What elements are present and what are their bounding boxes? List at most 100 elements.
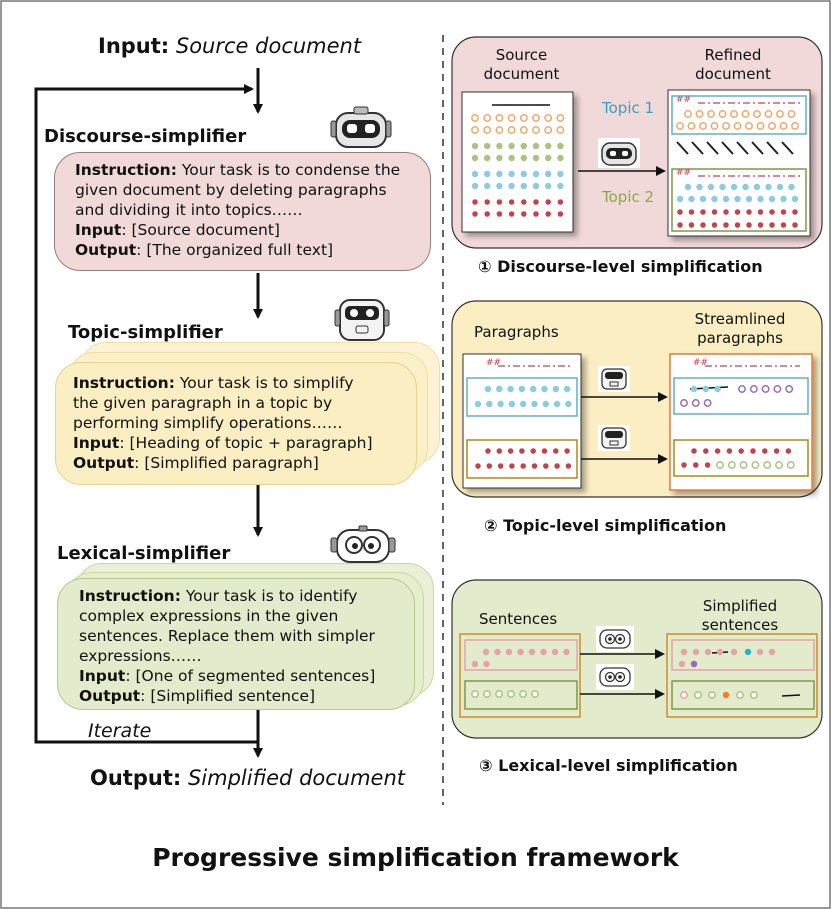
output-line: Output: [The organized full text]	[75, 241, 334, 259]
token-dot	[753, 110, 761, 118]
token-dot	[699, 221, 707, 229]
token-dot	[692, 461, 700, 469]
token-dot	[507, 126, 516, 134]
sentences-box	[459, 633, 581, 718]
token-dot	[507, 210, 516, 218]
token-dot	[483, 210, 491, 218]
token-dot	[687, 122, 696, 130]
token-dot	[530, 385, 537, 393]
token-dot	[482, 648, 490, 656]
token-dot	[756, 122, 765, 130]
token-dot	[779, 122, 788, 130]
heading-mark: ##	[693, 358, 709, 368]
sentences-title: Sentences	[479, 610, 558, 628]
output-label: Output:	[90, 766, 182, 790]
token-dot	[540, 648, 547, 656]
token-dot	[552, 447, 560, 455]
token-dot	[551, 648, 559, 656]
flow-arrows	[34, 68, 263, 758]
robot-icon-lexical-panel-2	[596, 664, 634, 690]
token-dot	[756, 208, 765, 216]
token-dot	[768, 648, 776, 656]
token-dot	[784, 447, 793, 455]
token-dot	[742, 183, 749, 191]
input-heading: Input: Source document	[98, 34, 361, 58]
token-dot	[563, 447, 571, 455]
token-dot	[532, 154, 540, 162]
token-dot	[722, 691, 730, 699]
token-dot	[775, 461, 783, 469]
token-dot	[494, 648, 501, 656]
token-dot	[710, 221, 719, 229]
token-dot	[471, 142, 479, 150]
token-dot	[757, 195, 764, 203]
token-dot	[520, 210, 528, 218]
token-dot	[531, 690, 539, 698]
token-dot	[772, 447, 781, 455]
token-dot	[722, 122, 730, 130]
token-dot	[690, 447, 698, 455]
token-dot	[756, 221, 765, 229]
token-dot	[676, 221, 684, 229]
token-dot	[495, 447, 503, 455]
paragraphs-title: Paragraphs	[474, 323, 559, 341]
discourse-simplifier-title: Discourse-simplifier	[44, 126, 247, 147]
token-dot	[507, 114, 516, 122]
instruction-line: complex expressions in the given	[79, 607, 339, 625]
topic-simplifier-title: Topic-simplifier	[68, 322, 223, 343]
token-dot	[749, 385, 758, 393]
token-dot	[703, 461, 712, 469]
token-dot	[565, 400, 572, 408]
token-dot	[557, 170, 564, 178]
token-dot	[733, 122, 742, 130]
token-dot	[745, 195, 753, 203]
token-dot	[471, 690, 479, 698]
token-dot	[520, 154, 527, 162]
token-dot	[531, 400, 538, 408]
token-dot	[519, 114, 528, 122]
token-dot	[495, 690, 503, 698]
token-dot	[745, 221, 753, 229]
heading-mark: ##	[486, 358, 502, 368]
token-dot	[691, 399, 700, 407]
topic-instruction-text: Instruction: Your task is to simplify th…	[73, 373, 373, 473]
token-dot	[507, 690, 515, 698]
token-dot	[556, 210, 565, 218]
token-dot	[556, 126, 565, 134]
token-dot	[484, 170, 491, 178]
token-dot	[703, 399, 712, 407]
token-dot	[704, 648, 712, 656]
token-dot	[532, 142, 540, 150]
token-dot	[714, 385, 721, 393]
token-dot	[687, 208, 696, 216]
token-dot	[710, 208, 719, 216]
iterate-label: Iterate	[88, 720, 152, 742]
token-dot	[564, 462, 573, 470]
token-dot	[738, 385, 746, 393]
simplified-sentences-title: Simplified sentences	[701, 597, 779, 634]
token-dot	[710, 122, 719, 130]
token-dot	[786, 461, 795, 469]
token-dot	[692, 648, 700, 656]
token-dot	[483, 660, 490, 668]
discourse-dots	[471, 110, 799, 229]
token-dot	[761, 385, 770, 393]
token-dot	[676, 208, 684, 216]
token-dot	[544, 210, 552, 218]
token-dot	[495, 126, 504, 134]
token-dot	[495, 114, 504, 122]
token-dot	[532, 126, 540, 134]
token-dot	[471, 198, 479, 206]
token-dot	[563, 648, 570, 656]
token-dot	[687, 221, 696, 229]
token-dot	[768, 122, 776, 130]
token-dot	[484, 142, 491, 150]
token-dot	[711, 195, 718, 203]
token-dot	[680, 399, 688, 407]
token-dot	[779, 221, 788, 229]
token-dot	[699, 195, 707, 203]
token-dot	[545, 170, 552, 178]
robot-icon-topic-panel-1	[598, 366, 630, 392]
iterate-loop-arrow	[34, 84, 258, 744]
token-dot	[483, 126, 492, 134]
